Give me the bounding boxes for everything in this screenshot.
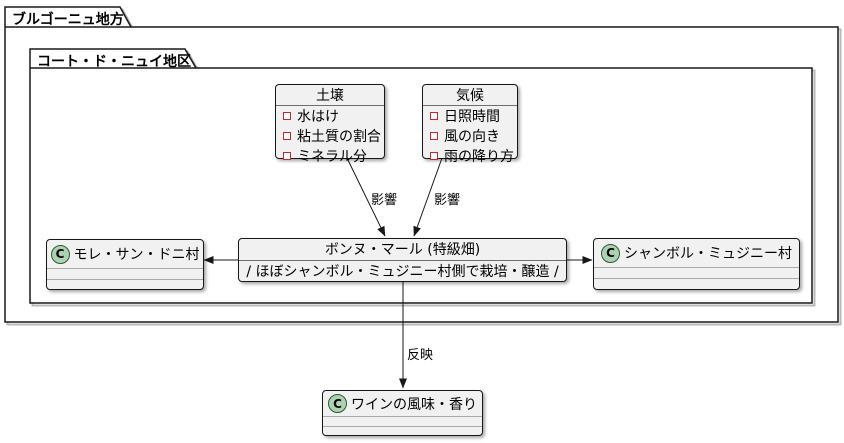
class-soil: 土壌 水はけ 粘土質の割合 ミネラル分 xyxy=(275,84,385,165)
class-soil-title: 土壌 xyxy=(316,88,344,104)
empty-compartment xyxy=(323,417,482,426)
field-icon xyxy=(430,152,438,160)
climate-field-row: 雨の降り方 xyxy=(423,146,517,166)
class-icon: C xyxy=(601,243,620,263)
empty-compartment xyxy=(47,280,203,290)
arrow-climate-to-vineyard xyxy=(413,157,443,237)
empty-compartment xyxy=(594,268,799,278)
class-climate: 気候 日照時間 風の向き 雨の降り方 xyxy=(422,84,518,165)
class-climate-title: 気候 xyxy=(456,88,484,104)
separator xyxy=(276,105,384,106)
field-icon xyxy=(430,132,438,140)
soil-field-label: 水はけ xyxy=(297,109,339,125)
bonnes-mares-title: ボンヌ・マール (特級畑) xyxy=(324,242,481,259)
field-icon xyxy=(283,132,291,140)
morey-title-row: C モレ・サン・ドニ村 xyxy=(47,240,203,268)
climate-field-row: 風の向き xyxy=(423,126,517,146)
separator xyxy=(594,267,799,268)
climate-field-label: 日照時間 xyxy=(444,109,500,125)
empty-compartment xyxy=(594,279,799,289)
wine-title-row: C ワインの風味・香り xyxy=(323,391,482,416)
climate-field-row: 日照時間 xyxy=(423,106,517,126)
separator xyxy=(239,259,566,261)
edge-label-climate-influence: 影響 xyxy=(434,193,461,208)
separator xyxy=(47,278,203,280)
class-chambolle: C シャンボル・ミュジニー村 xyxy=(593,238,800,290)
class-icon: C xyxy=(50,244,70,264)
separator xyxy=(423,105,517,106)
climate-field-label: 雨の降り方 xyxy=(444,149,514,165)
inner-frame-title: コート・ド・ニュイ地区 xyxy=(37,54,191,70)
chambolle-title: シャンボル・ミュジニー村 xyxy=(624,246,792,262)
edge-label-soil-influence: 影響 xyxy=(371,193,398,208)
soil-field-label: ミネラル分 xyxy=(297,149,367,165)
class-morey: C モレ・サン・ドニ村 xyxy=(46,239,204,290)
soil-field-row: 粘土質の割合 xyxy=(276,126,384,146)
outer-frame-title: ブルゴーニュ地方 xyxy=(12,12,124,28)
field-icon xyxy=(430,112,438,120)
edge-label-reflection: 反映 xyxy=(407,348,434,363)
empty-compartment xyxy=(323,427,482,436)
climate-field-label: 風の向き xyxy=(444,129,500,145)
separator xyxy=(594,278,799,279)
soil-field-row: ミネラル分 xyxy=(276,146,384,166)
chambolle-title-row: C シャンボル・ミュジニー村 xyxy=(594,239,799,267)
separator xyxy=(323,425,482,427)
soil-field-row: 水はけ xyxy=(276,106,384,126)
bonnes-mares-subtitle: / ほぼシャンボル・ミュジニー村側で栽培・醸造 / xyxy=(246,263,559,280)
class-wine: C ワインの風味・香り xyxy=(322,390,483,436)
arrow-soil-to-vineyard xyxy=(346,157,386,237)
class-bonnes-mares: ボンヌ・マール (特級畑) / ほぼシャンボル・ミュジニー村側で栽培・醸造 / xyxy=(238,238,567,282)
empty-compartment xyxy=(47,269,203,279)
wine-title: ワインの風味・香り xyxy=(351,396,477,413)
separator xyxy=(323,416,482,417)
separator xyxy=(47,268,203,269)
field-icon xyxy=(283,152,291,160)
soil-field-label: 粘土質の割合 xyxy=(297,129,381,145)
field-icon xyxy=(283,112,291,120)
class-icon: C xyxy=(328,394,347,413)
morey-title: モレ・サン・ドニ村 xyxy=(73,247,200,263)
